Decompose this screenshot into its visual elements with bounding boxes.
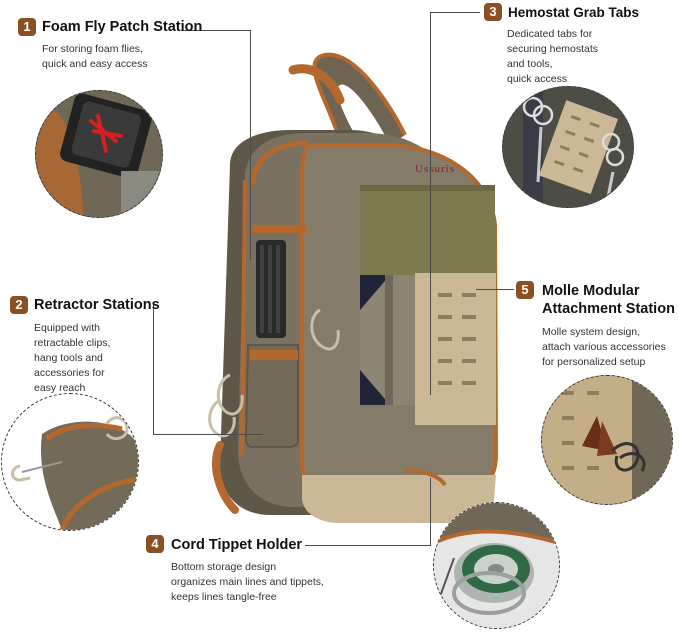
feature-title-5: Molle Modular Attachment Station bbox=[542, 283, 675, 317]
feature-number-5: 5 bbox=[516, 281, 534, 299]
hemostat-tabs-closeup bbox=[502, 86, 634, 208]
molle-accessory-closeup bbox=[541, 375, 673, 505]
feature-desc-3: Dedicated tabs for securing hemostats an… bbox=[507, 28, 599, 85]
feature-title-3: Hemostat Grab Tabs bbox=[508, 5, 640, 20]
feature-desc-1: For storing foam flies, quick and easy a… bbox=[42, 43, 148, 70]
leader-line-5 bbox=[476, 289, 514, 290]
feature-desc-2: Equipped with retractable clips, hang to… bbox=[34, 322, 111, 394]
feature-number-1: 1 bbox=[18, 18, 36, 36]
leader-line-4 bbox=[305, 545, 430, 546]
feature-desc-4: Bottom storage design organizes main lin… bbox=[171, 561, 324, 603]
feature-number-3: 3 bbox=[484, 3, 502, 21]
feature-title-4: Cord Tippet Holder bbox=[171, 537, 303, 553]
feature-title-2: Retractor Stations bbox=[34, 297, 160, 313]
brand-logo: Ussuris bbox=[415, 163, 456, 175]
sling-backpack-photo: Ussuris bbox=[190, 45, 510, 530]
leader-line-1 bbox=[181, 30, 251, 31]
leader-line-3-vertical bbox=[430, 12, 431, 395]
retractor-clip-closeup bbox=[1, 393, 139, 531]
leader-line-2-horizontal bbox=[153, 434, 263, 435]
leader-line-4-vertical bbox=[430, 478, 431, 546]
leader-line-1-vertical bbox=[250, 30, 251, 260]
tippet-spool-closeup bbox=[433, 502, 560, 629]
leader-line-3 bbox=[430, 12, 480, 13]
foam-fly-patch-closeup bbox=[35, 90, 163, 218]
feature-number-2: 2 bbox=[10, 296, 28, 314]
feature-desc-5: Molle system design, attach various acce… bbox=[542, 326, 666, 368]
feature-number-4: 4 bbox=[146, 535, 164, 553]
leader-line-2 bbox=[153, 305, 154, 435]
feature-title-1: Foam Fly Patch Station bbox=[42, 19, 203, 35]
